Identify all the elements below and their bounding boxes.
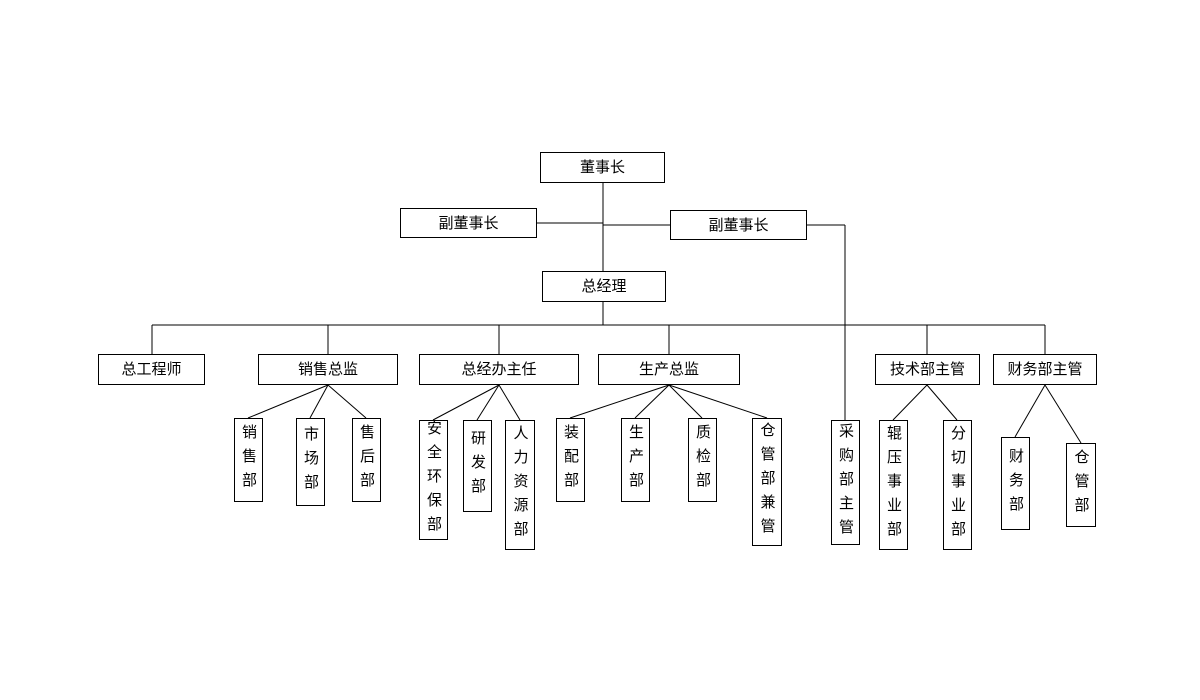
org-node-hr-dept: 人力资源部 <box>505 420 535 550</box>
org-node-tech-dept-manager: 技术部主管 <box>875 354 980 385</box>
org-node-finance-dept: 财务部 <box>1001 437 1030 530</box>
node-label: 总经理 <box>581 278 627 295</box>
node-label: 研发部 <box>469 430 486 502</box>
node-label: 质检部 <box>694 424 711 496</box>
node-label: 安全环保部 <box>425 420 442 540</box>
org-node-chief-engineer: 总工程师 <box>98 354 205 385</box>
org-node-assembly-dept: 装配部 <box>556 418 585 502</box>
org-node-general-manager: 总经理 <box>542 271 666 302</box>
node-label: 副董事长 <box>438 214 499 232</box>
org-node-after-sales-dept: 售后部 <box>352 418 381 502</box>
node-label: 生产总监 <box>638 361 699 378</box>
node-label: 辊压事业部 <box>885 425 902 545</box>
node-label: 财务部 <box>1007 447 1024 520</box>
node-label: 副董事长 <box>708 216 769 234</box>
node-label: 总经办主任 <box>461 361 537 378</box>
node-label: 财务部主管 <box>1007 361 1083 378</box>
org-node-chairman: 董事长 <box>540 152 665 183</box>
org-node-roll-press-division: 辊压事业部 <box>879 420 908 550</box>
org-node-quality-dept: 质检部 <box>688 418 717 502</box>
org-node-vice-chairman-left: 副董事长 <box>400 208 537 238</box>
org-node-warehouse-dept: 仓管部 <box>1066 443 1096 527</box>
node-label: 生产部 <box>627 424 644 496</box>
org-node-safety-env-dept: 安全环保部 <box>419 420 448 540</box>
org-node-finance-dept-manager: 财务部主管 <box>993 354 1097 385</box>
org-node-production-dept: 生产部 <box>621 418 650 502</box>
node-label: 市场部 <box>302 426 319 498</box>
node-label: 人力资源部 <box>511 425 529 545</box>
org-node-rd-dept: 研发部 <box>463 420 492 512</box>
org-node-vice-chairman-right: 副董事长 <box>670 210 807 240</box>
org-node-production-director: 生产总监 <box>598 354 740 385</box>
node-label: 装配部 <box>562 424 579 496</box>
org-node-purchasing-dept-manager: 采购部主管 <box>831 420 860 545</box>
node-label: 采购部主管 <box>837 422 854 543</box>
node-label: 总工程师 <box>121 361 182 378</box>
node-label: 董事长 <box>579 159 625 176</box>
node-label: 售后部 <box>358 424 375 496</box>
org-node-gm-office-director: 总经办主任 <box>419 354 579 385</box>
node-label: 技术部主管 <box>889 361 965 378</box>
org-node-marketing-dept: 市场部 <box>296 418 325 506</box>
node-label: 仓管部 <box>1072 449 1090 521</box>
org-node-sales-dept: 销售部 <box>234 418 263 502</box>
node-label: 仓管部兼管 <box>758 422 776 542</box>
node-label: 分切事业部 <box>949 425 966 545</box>
node-label: 销售部 <box>240 424 257 496</box>
org-node-warehouse-joint-dept: 仓管部兼管 <box>752 418 782 546</box>
org-node-sales-director: 销售总监 <box>258 354 398 385</box>
node-label: 销售总监 <box>297 361 358 378</box>
org-node-slitting-division: 分切事业部 <box>943 420 972 550</box>
